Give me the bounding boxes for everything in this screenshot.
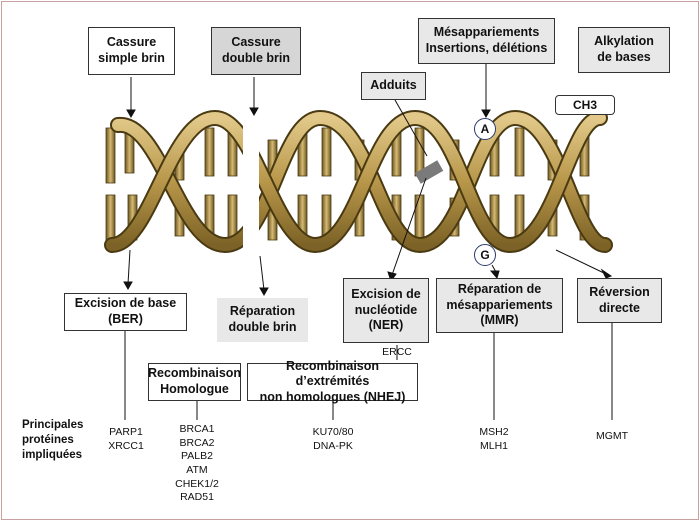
nhej-box: Recombinaison d’extrémités non homologue…	[247, 359, 418, 404]
homologous-recombination-box: Recombinaison Homologue	[148, 363, 241, 401]
adduct-marker	[414, 160, 444, 184]
helix-strands	[104, 109, 613, 254]
ch3-label: CH3	[555, 95, 615, 115]
main-proteins-label: Principales protéines impliquées	[22, 419, 84, 461]
double-strand-repair-box: Réparation double brin	[217, 298, 308, 342]
reversion-proteins: MGMT	[595, 430, 629, 442]
double-strand-break-box: Cassure double brin	[211, 27, 301, 75]
mismatches-box: Mésappariements Insertions, délétions	[418, 18, 555, 64]
mmr-box: Réparation de mésappariements (MMR)	[436, 278, 563, 333]
base-pair-rungs	[105, 127, 590, 241]
homologous-proteins: BRCA1 BRCA2 PALB2 ATM CHEK1/2 RAD51	[175, 423, 219, 504]
double-strand-break-gap	[243, 112, 259, 252]
adducts-box: Adduits	[361, 72, 426, 100]
nhej-proteins: KU70/80 DNA-PK	[312, 426, 354, 452]
arrows	[123, 64, 613, 420]
mmr-proteins: MSH2 MLH1	[479, 426, 509, 452]
alkylation-box: Alkylation de bases	[578, 27, 670, 73]
ner-box: Excision de nucléotide (NER)	[343, 278, 429, 343]
base-g-circle: G	[474, 244, 496, 266]
ber-proteins: PARP1 XRCC1	[108, 426, 144, 452]
ber-box: Excision de base (BER)	[64, 293, 187, 331]
ercc-label: ERCC	[382, 346, 412, 358]
single-strand-break-box: Cassure simple brin	[88, 27, 175, 75]
base-a-circle: A	[474, 118, 496, 140]
direct-reversal-box: Réversion directe	[577, 278, 662, 323]
